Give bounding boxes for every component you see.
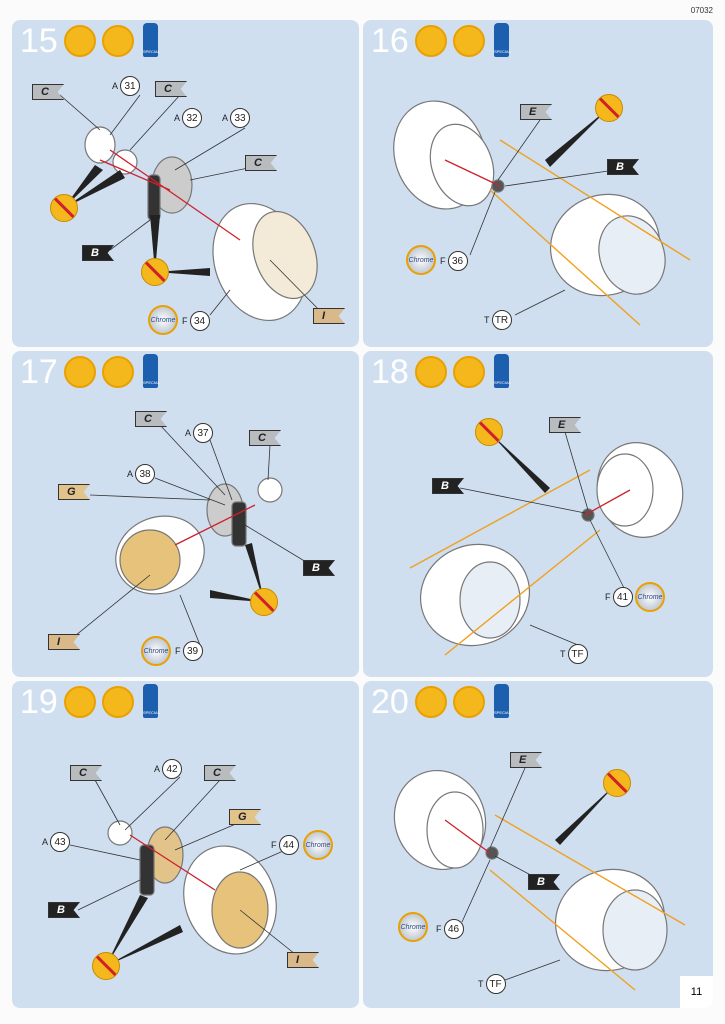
no-glue-icon <box>475 418 503 446</box>
chrome-badge: Chrome <box>141 636 171 666</box>
page-code: 07032 <box>690 6 713 15</box>
glue-icon <box>64 356 96 388</box>
color-flag: C <box>249 430 281 446</box>
paint-brush-icon <box>453 686 485 718</box>
glue-icon <box>415 356 447 388</box>
paint-brush-icon <box>102 356 134 388</box>
glue-bottle-icon: SPECIAL <box>494 354 511 388</box>
color-flag: I <box>48 634 80 650</box>
color-flag: E <box>520 104 552 120</box>
paint-brush-icon <box>453 25 485 57</box>
color-flag: E <box>549 417 581 433</box>
color-flag: C <box>155 81 187 97</box>
chrome-badge: Chrome <box>303 830 333 860</box>
step-number: 18 <box>371 353 409 391</box>
color-flag: B <box>303 560 335 576</box>
no-glue-icon <box>50 194 78 222</box>
step-number: 17 <box>20 353 58 391</box>
color-flag: C <box>70 765 102 781</box>
paint-brush-icon <box>102 25 134 57</box>
no-glue-icon <box>92 952 120 980</box>
step-number: 15 <box>20 22 58 60</box>
glue-icon <box>415 686 447 718</box>
paint-brush-icon <box>102 686 134 718</box>
glue-bottle-icon: SPECIAL <box>143 354 160 388</box>
color-flag: B <box>432 478 464 494</box>
glue-bottle-icon: SPECIAL <box>143 684 160 718</box>
chrome-badge: Chrome <box>635 582 665 612</box>
page-number: 11 <box>680 976 713 1008</box>
glue-icon <box>415 25 447 57</box>
glue-icon <box>64 25 96 57</box>
chrome-badge: Chrome <box>398 912 428 942</box>
glue-bottle-icon: SPECIAL <box>494 23 511 57</box>
color-flag: G <box>58 484 90 500</box>
no-glue-icon <box>250 588 278 616</box>
no-glue-icon <box>141 258 169 286</box>
color-flag: B <box>607 159 639 175</box>
step-number: 16 <box>371 22 409 60</box>
glue-bottle-icon: SPECIAL <box>494 684 511 718</box>
paint-brush-icon <box>453 356 485 388</box>
color-flag: C <box>245 155 277 171</box>
glue-icon <box>64 686 96 718</box>
chrome-badge: Chrome <box>406 245 436 275</box>
color-flag: C <box>135 411 167 427</box>
color-flag: B <box>528 874 560 890</box>
no-glue-icon <box>603 769 631 797</box>
step-number: 20 <box>371 683 409 721</box>
color-flag: C <box>204 765 236 781</box>
color-flag: G <box>229 809 261 825</box>
step-17-panel: 17 SPECIAL <box>12 351 359 677</box>
color-flag: C <box>32 84 64 100</box>
color-flag: I <box>313 308 345 324</box>
glue-bottle-icon: SPECIAL <box>143 23 160 57</box>
color-flag: B <box>48 902 80 918</box>
color-flag: I <box>287 952 319 968</box>
no-glue-icon <box>595 94 623 122</box>
step-number: 19 <box>20 683 58 721</box>
color-flag: B <box>82 245 114 261</box>
color-flag: E <box>510 752 542 768</box>
chrome-badge: Chrome <box>148 305 178 335</box>
